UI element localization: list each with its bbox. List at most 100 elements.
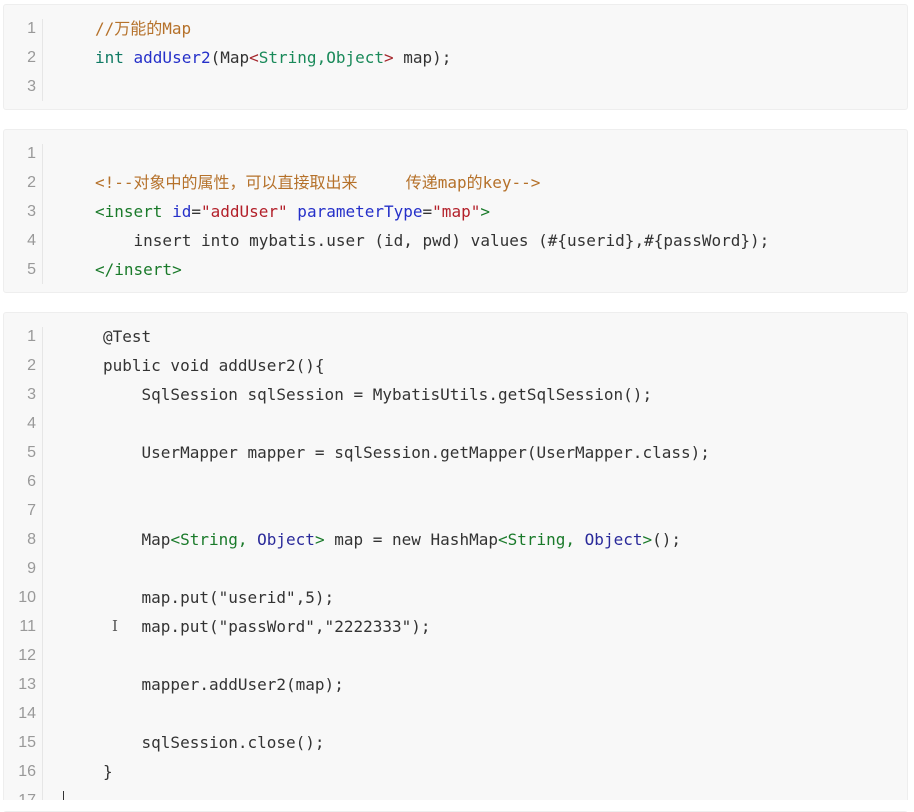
code-token: //万能的Map [95, 19, 192, 38]
code-token: "addUser" [200, 202, 288, 221]
code-line[interactable]: 4 [4, 409, 907, 438]
ibeam-cursor-icon: I [112, 617, 118, 635]
code-block-mapper-interface[interactable]: 1//万能的Map 2 int addUser2(Map<String,Object… [3, 4, 908, 110]
line-number: 13 [18, 676, 36, 693]
code-line[interactable]: 1 @Test [4, 322, 907, 351]
code-line[interactable]: 2 public void addUser2(){ [4, 351, 907, 380]
code-token: map.put("userid",5); [103, 588, 335, 607]
line-number: 11 [19, 618, 36, 635]
code-line[interactable]: 10 map.put("userid",5); [4, 583, 907, 612]
code-token: int [95, 48, 134, 67]
code-token: mapper.addUser2(map); [103, 675, 344, 694]
code-token: Map [103, 530, 171, 549]
code-text: map.put("passWord","2222333"); [103, 612, 431, 641]
code-line[interactable]: 2 <!--对象中的属性，可以直接取出来 传递map的key--> [4, 168, 907, 197]
line-number: 2 [27, 174, 36, 191]
line-number: 5 [27, 444, 36, 461]
code-line[interactable]: 3 [4, 72, 907, 101]
line-number: 6 [27, 473, 36, 490]
code-text: mapper.addUser2(map); [103, 670, 344, 699]
code-token: insert into mybatis.user (id, pwd) value… [95, 231, 770, 250]
code-token: map); [393, 48, 452, 67]
code-text: <!--对象中的属性，可以直接取出来 传递map的key--> [95, 168, 540, 197]
line-number-gutter [4, 144, 43, 284]
code-line[interactable]: 4 insert into mybatis.user (id, pwd) val… [4, 226, 907, 255]
code-token: map.put("passWord","2222333"); [103, 617, 431, 636]
code-token: id [172, 202, 192, 221]
code-lines: 1 @Test 2 public void addUser2(){ 3 SqlSessi… [4, 313, 907, 811]
code-text: <insert id="addUser" parameterType="map"… [95, 197, 490, 226]
code-line[interactable]: 13 mapper.addUser2(map); [4, 670, 907, 699]
code-token: SqlSession sqlSession = MybatisUtils.get… [103, 385, 653, 404]
code-text: map.put("userid",5); [103, 583, 335, 612]
code-line[interactable]: 15 sqlSession.close(); [4, 728, 907, 757]
code-token: map = new HashMap [324, 530, 498, 549]
code-lines: 1 2 <!--对象中的属性，可以直接取出来 传递map的key--> 3 <inser… [4, 130, 907, 284]
line-number-gutter [4, 327, 43, 803]
code-token: = [422, 202, 433, 221]
line-number: 8 [27, 531, 36, 548]
code-token: String,Object [258, 48, 384, 67]
code-line[interactable]: 6 [4, 467, 907, 496]
page-bottom-edge [0, 800, 914, 811]
code-text: </insert> [95, 255, 182, 284]
line-number: 2 [27, 357, 36, 374]
code-text: insert into mybatis.user (id, pwd) value… [95, 226, 770, 255]
code-token: parameterType [287, 202, 423, 221]
code-text: Map<String, Object> map = new HashMap<St… [103, 525, 681, 554]
code-line[interactable]: 1//万能的Map [4, 14, 907, 43]
line-number: 9 [27, 560, 36, 577]
line-number: 12 [18, 647, 36, 664]
line-number: 1 [27, 328, 36, 345]
code-text: //万能的Map [95, 14, 191, 43]
code-token: addUser2 [133, 48, 211, 67]
code-line[interactable]: 5 UserMapper mapper = sqlSession.getMapp… [4, 438, 907, 467]
code-line[interactable]: 3 SqlSession sqlSession = MybatisUtils.g… [4, 380, 907, 409]
code-line[interactable]: 7 [4, 496, 907, 525]
code-text: } [103, 757, 113, 786]
code-text: sqlSession.close(); [103, 728, 325, 757]
code-token: = [191, 202, 201, 221]
code-token: "map" [432, 202, 481, 221]
code-line[interactable]: 14 [4, 699, 907, 728]
line-number: 3 [27, 386, 36, 403]
code-line[interactable]: 11 map.put("passWord","2222333");I [4, 612, 907, 641]
code-token: <String, [497, 530, 585, 549]
line-number: 16 [18, 763, 36, 780]
code-text: UserMapper mapper = sqlSession.getMapper… [103, 438, 710, 467]
code-block-test-method[interactable]: 1 @Test 2 public void addUser2(){ 3 SqlSessi… [3, 312, 908, 812]
code-line[interactable]: 9 [4, 554, 907, 583]
code-line[interactable]: 1 [4, 139, 907, 168]
code-text: @Test [103, 322, 151, 351]
code-token: (Map [210, 48, 250, 67]
code-line[interactable]: 5</insert> [4, 255, 907, 284]
code-text: public void addUser2(){ [103, 351, 325, 380]
code-token: @Test [103, 327, 152, 346]
line-number: 15 [18, 734, 36, 751]
line-number: 3 [27, 203, 36, 220]
line-number-gutter [4, 19, 43, 101]
code-text: int addUser2(Map<String,Object> map); [95, 43, 451, 72]
code-token: < [249, 48, 259, 67]
code-token: } [103, 762, 113, 781]
code-token: > [384, 48, 394, 67]
code-line[interactable]: 8 Map<String, Object> map = new HashMap<… [4, 525, 907, 554]
code-block-xml-mapper[interactable]: 1 2 <!--对象中的属性，可以直接取出来 传递map的key--> 3 <inser… [3, 129, 908, 293]
code-text: SqlSession sqlSession = MybatisUtils.get… [103, 380, 653, 409]
code-line[interactable]: 3<insert id="addUser" parameterType="map… [4, 197, 907, 226]
code-token: UserMapper mapper = sqlSession.getMapper… [103, 443, 710, 462]
code-line[interactable]: 16} [4, 757, 907, 786]
code-token: </insert> [95, 260, 182, 279]
code-lines: 1//万能的Map 2 int addUser2(Map<String,Object… [4, 5, 907, 101]
code-token: Object [257, 530, 315, 549]
line-number: 3 [27, 78, 36, 95]
line-number: 2 [27, 49, 36, 66]
code-line[interactable]: 2 int addUser2(Map<String,Object> map); [4, 43, 907, 72]
line-number: 7 [27, 502, 36, 519]
code-token: <!--对象中的属性，可以直接取出来 传递map的key--> [95, 173, 541, 192]
code-token: <insert [95, 202, 173, 221]
code-line[interactable]: 12 [4, 641, 907, 670]
code-token: public void addUser2(){ [103, 356, 325, 375]
line-number: 14 [18, 705, 36, 722]
code-token: Object [584, 530, 643, 549]
